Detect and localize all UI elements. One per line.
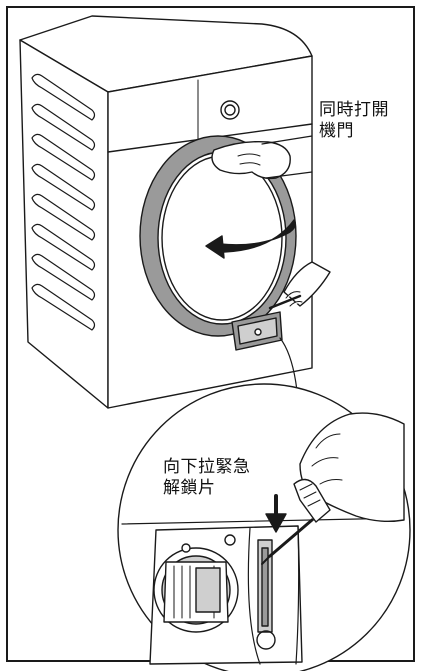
caption-pull-release: 向下拉緊急 解鎖片: [163, 457, 251, 498]
caption-open-door: 同時打開 機門: [319, 100, 389, 141]
hand-icon: [211, 135, 313, 180]
rotate-arrow-icon: [205, 219, 297, 259]
hand-screwdriver-small-icon: [268, 261, 331, 310]
washing-machine-icon: [19, 15, 313, 409]
pump-filter-icon: [153, 534, 239, 633]
down-arrow-icon: [265, 494, 287, 533]
hand-screwdriver-large-icon: [261, 412, 405, 565]
